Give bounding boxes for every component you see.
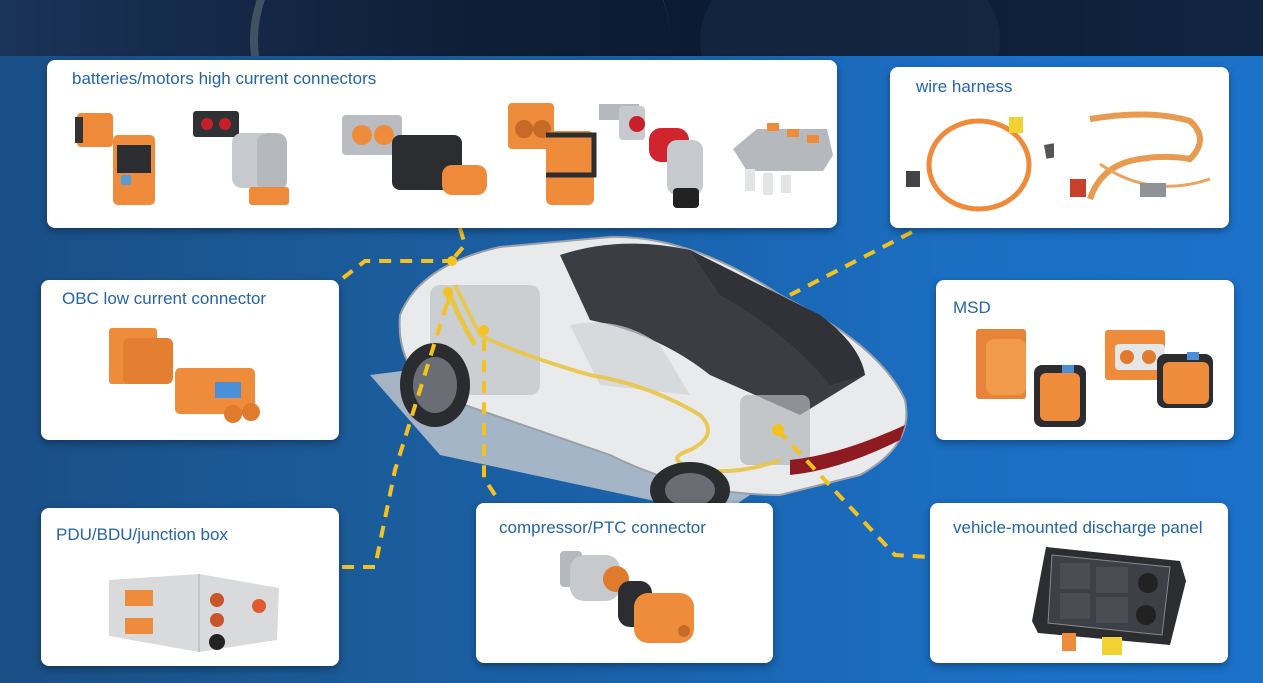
card-wire-harness: wire harness: [890, 67, 1229, 228]
product-image-red-silver-connector: [597, 100, 717, 215]
card-title: PDU/BDU/junction box: [56, 525, 228, 544]
product-image-discharge-panel: [1030, 541, 1190, 661]
product-image-msd-housing: [974, 325, 1089, 430]
product-image-coiled-harness: [904, 105, 1054, 215]
card-title: compressor/PTC connector: [499, 518, 706, 537]
card-vehicle-mounted-discharge-panel: vehicle-mounted discharge panel: [930, 503, 1228, 663]
product-image-compressor-connector: [556, 545, 706, 655]
product-image-black-orange-connector: [332, 105, 492, 215]
card-compressor-ptc-connector: compressor/PTC connector: [476, 503, 773, 663]
card-title: wire harness: [916, 77, 1013, 96]
card-title: MSD: [953, 298, 991, 317]
card-pdu-bdu-junction-box: PDU/BDU/junction box: [41, 508, 339, 666]
product-image-orange-plug-connector: [502, 95, 602, 210]
card-obc-low-current-connector: OBC low current connector: [41, 280, 339, 440]
product-image-msd-plug: [1101, 322, 1221, 422]
top-background-band: [0, 0, 1263, 56]
card-title: batteries/motors high current connectors: [72, 69, 377, 88]
product-image-angled-connector: [73, 105, 163, 215]
card-msd: MSD: [936, 280, 1234, 440]
card-title: vehicle-mounted discharge panel: [953, 518, 1203, 537]
card-title: OBC low current connector: [62, 289, 267, 308]
product-image-branched-harness: [1070, 109, 1220, 219]
decorative-arc: [250, 0, 670, 56]
card-batteries-motors-connectors: batteries/motors high current connectors: [47, 60, 837, 228]
product-image-busbar-terminal-block: [727, 115, 837, 195]
product-image-junction-box: [99, 556, 289, 656]
decorative-shape: [700, 0, 1000, 56]
product-image-obc-connector-pair: [103, 322, 273, 432]
car-cutaway-illustration: [360, 225, 920, 515]
product-image-dual-silver-connector: [187, 105, 307, 215]
